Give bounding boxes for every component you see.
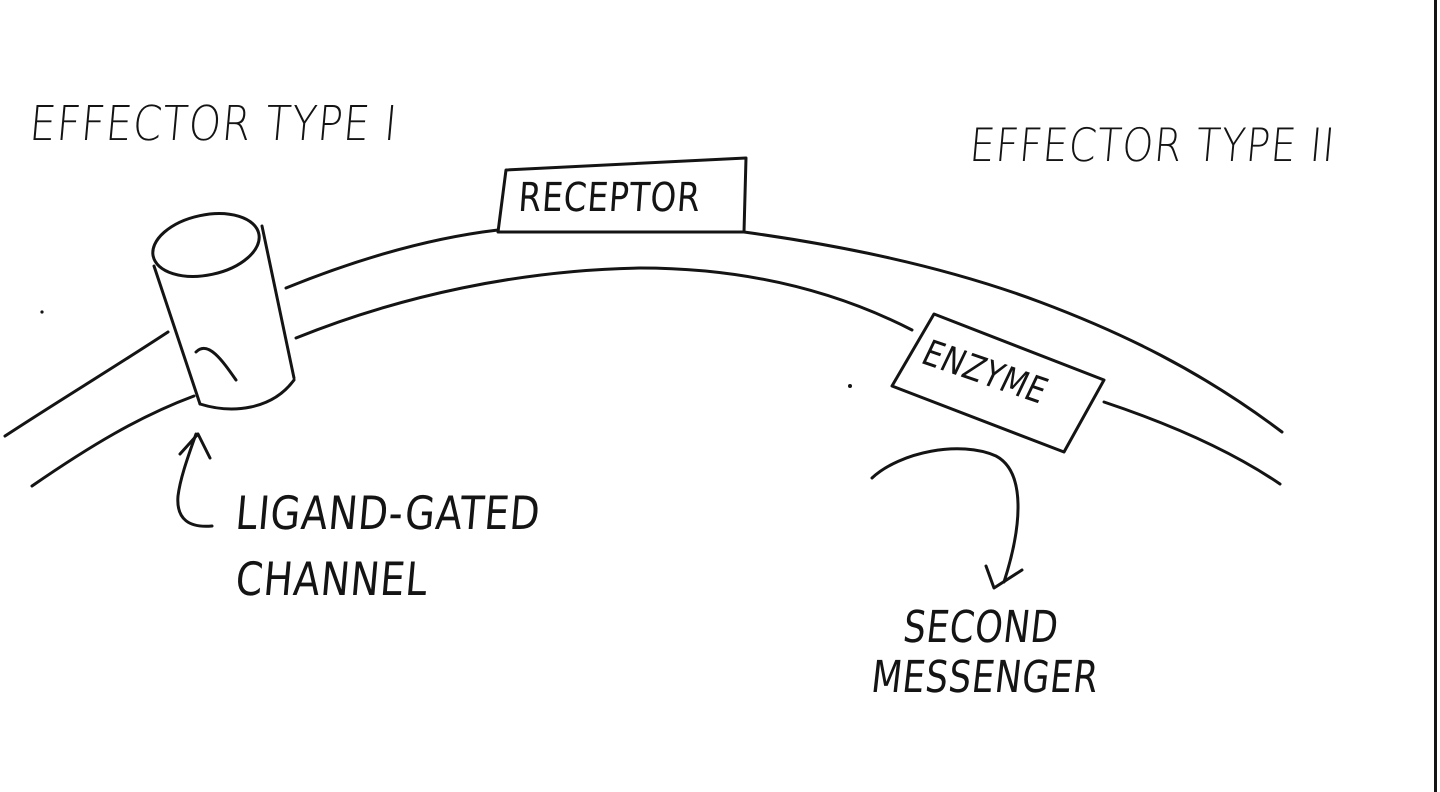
membrane-inner-right <box>1102 400 1282 486</box>
effector-type-1-label: Effector Type I <box>27 96 400 152</box>
stray-dot <box>848 384 852 388</box>
channel-pointer-arrowhead <box>178 432 212 460</box>
second-messenger-label-line2: Messenger <box>868 652 1102 703</box>
membrane-inner-left <box>30 394 196 488</box>
second-messenger-arrow <box>870 447 1020 584</box>
second-messenger-arrowhead <box>984 564 1024 590</box>
second-messenger-label-line1: Second <box>900 602 1062 653</box>
receptor-box <box>496 156 748 234</box>
receptor-label: Receptor <box>516 175 703 221</box>
channel-pointer-arrow <box>176 432 214 528</box>
membrane-outer-middle <box>284 228 500 290</box>
ligand-gated-label-line1: Ligand-Gated <box>233 486 543 540</box>
ligand-gated-channel-icon <box>151 212 296 411</box>
effector-type-2-label: Effector Type II <box>967 118 1338 172</box>
membrane-outer-right <box>742 230 1284 434</box>
ligand-gated-label-line2: Channel <box>233 552 431 606</box>
enzyme-box <box>890 312 1106 454</box>
frame-border <box>1434 0 1437 792</box>
membrane-outer-left <box>3 330 170 438</box>
stray-dot <box>40 310 44 314</box>
membrane-inner-middle <box>294 266 914 340</box>
